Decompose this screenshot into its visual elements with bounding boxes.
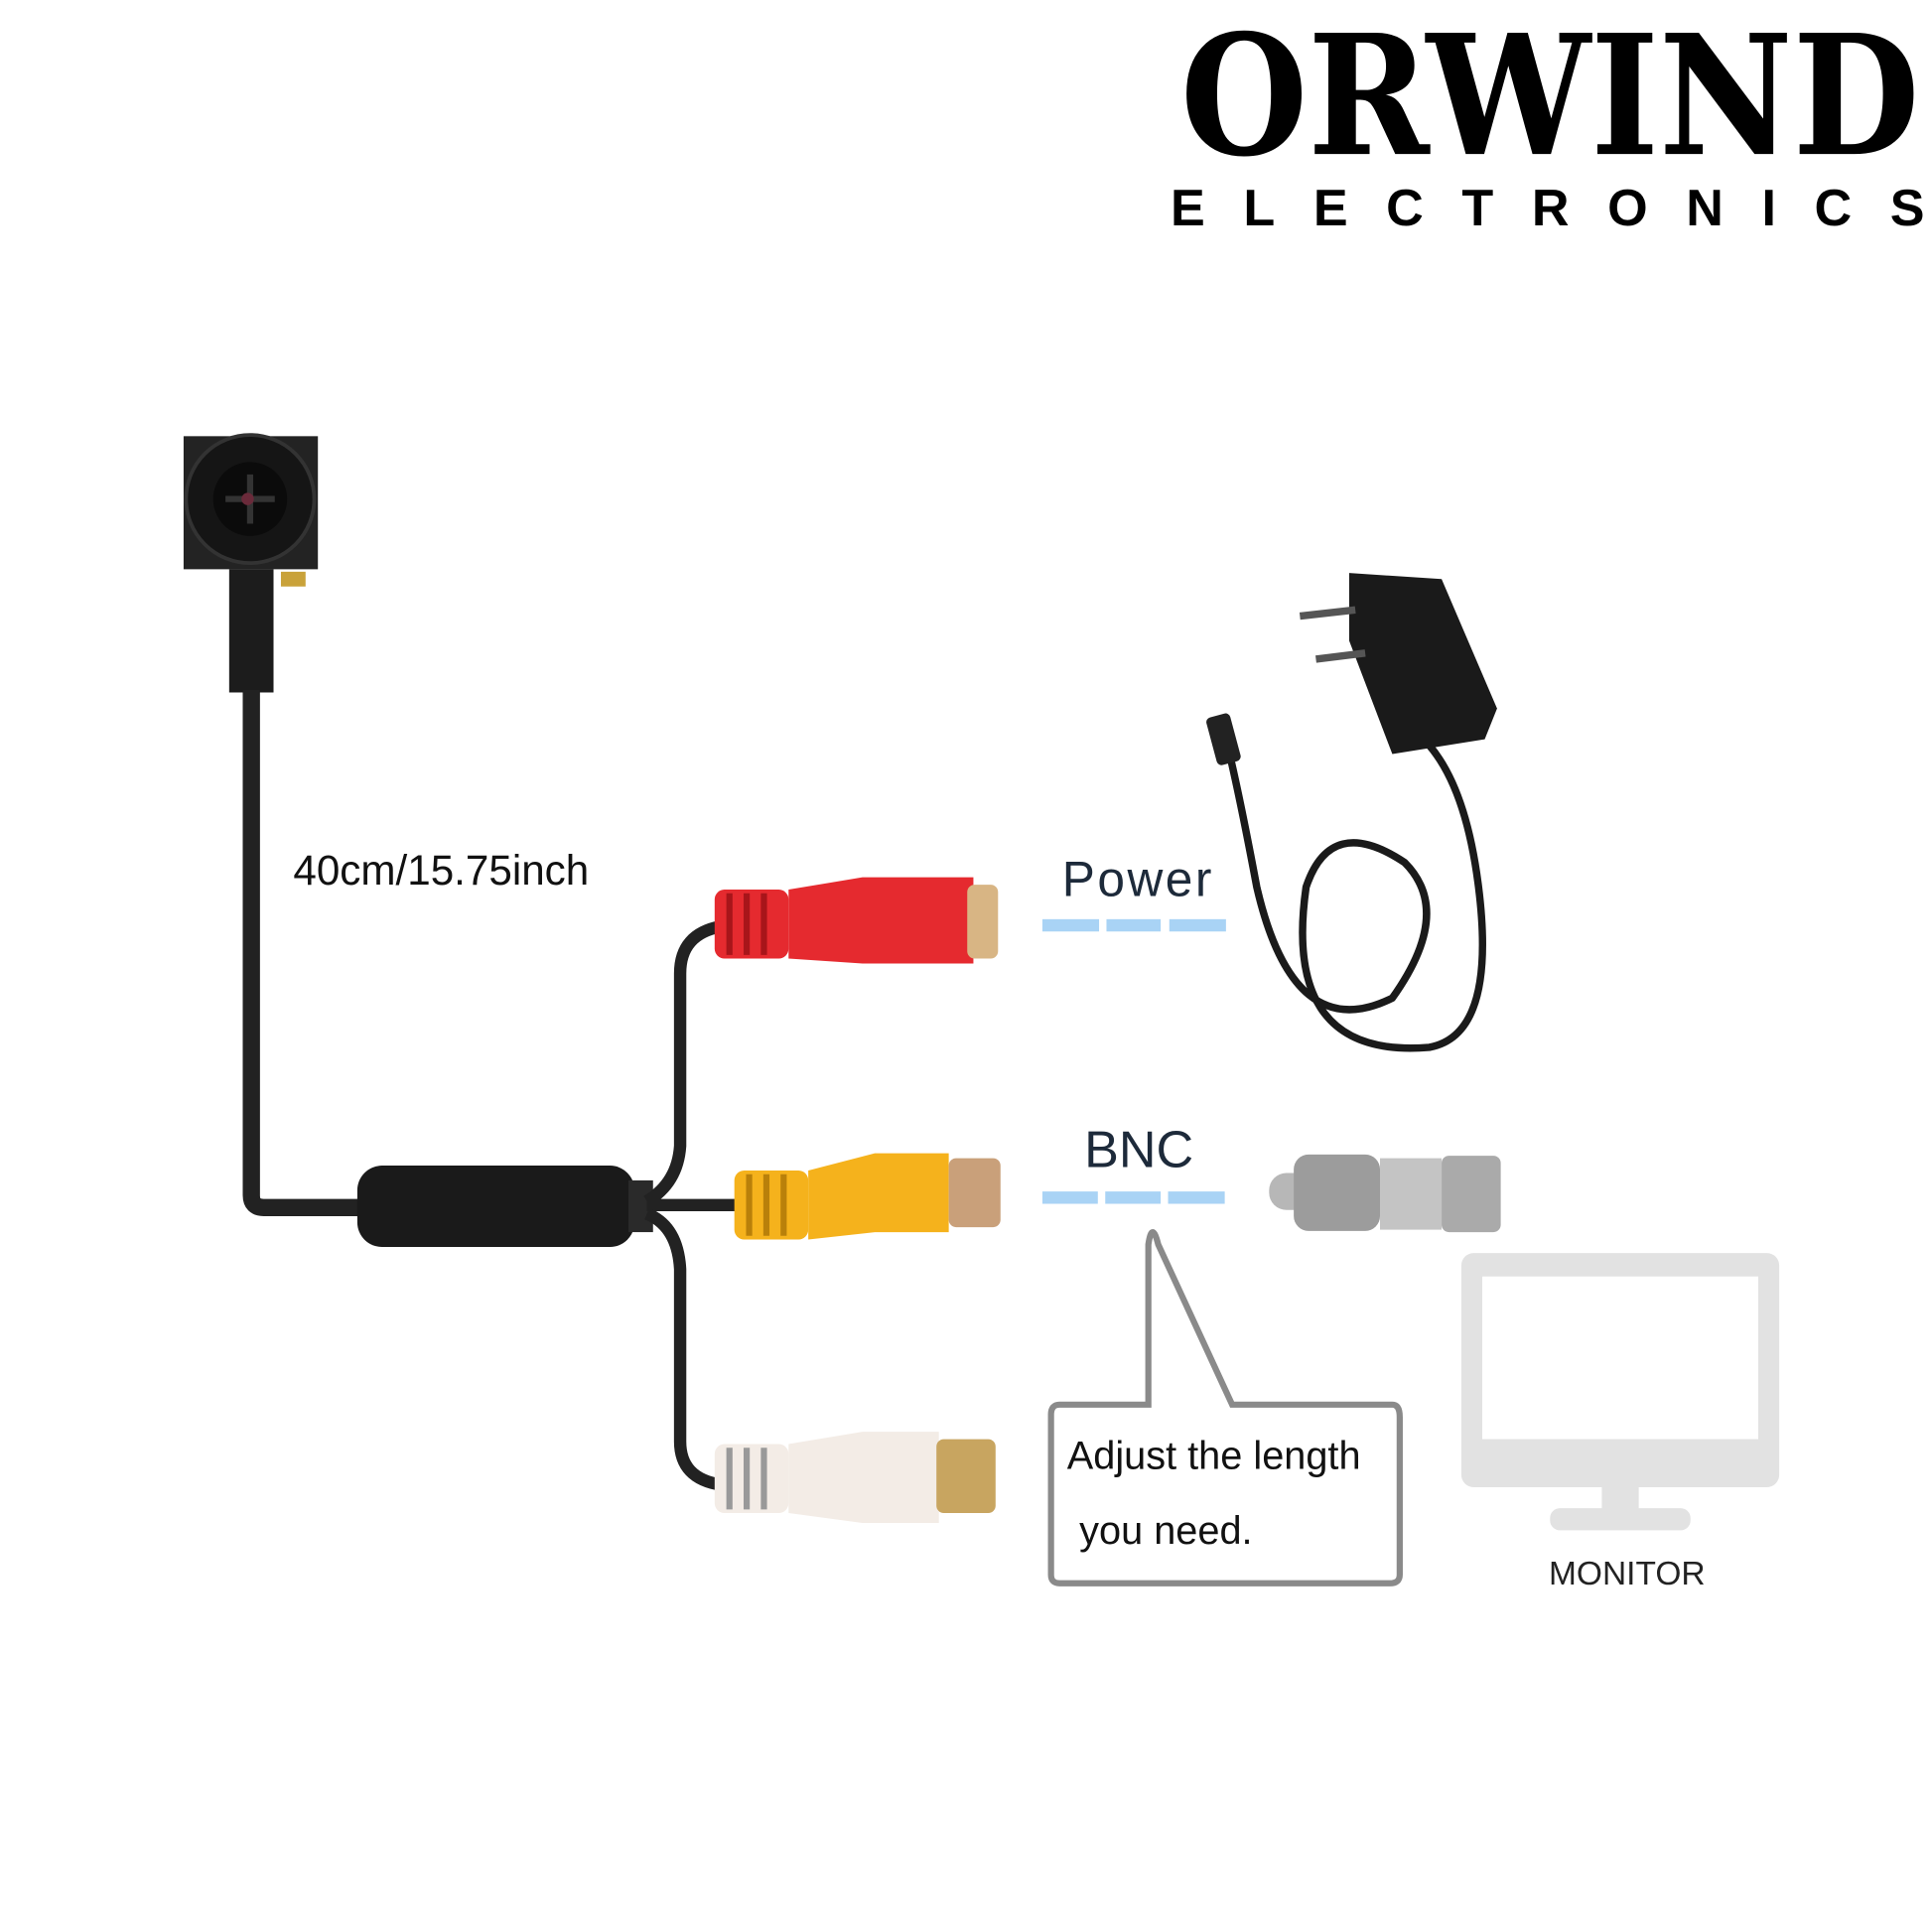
monitor-icon — [1460, 1253, 1780, 1531]
power-adapter-icon — [1206, 573, 1497, 1052]
bnc-adapter-icon — [1269, 1154, 1501, 1233]
camera-icon — [183, 433, 319, 693]
rca-yellow-connector — [734, 1153, 1001, 1240]
rca-white-connector — [714, 1432, 996, 1523]
power-dashes — [1041, 918, 1226, 932]
bnc-label: BNC — [1084, 1121, 1193, 1178]
cable-length-label: 40cm/15.75inch — [293, 847, 589, 894]
callout-bubble — [1047, 1228, 1403, 1587]
rca-red-connector — [714, 877, 999, 964]
monitor-label: MONITOR — [1549, 1556, 1706, 1592]
splitter — [356, 1166, 635, 1247]
power-label: Power — [1062, 851, 1214, 906]
callout-line2: you need. — [1079, 1509, 1252, 1553]
brand-logo: ORWIND — [1180, 0, 1920, 194]
main-cable — [242, 690, 370, 1216]
callout-line1: Adjust the length — [1067, 1434, 1361, 1477]
bnc-dashes — [1041, 1191, 1225, 1204]
